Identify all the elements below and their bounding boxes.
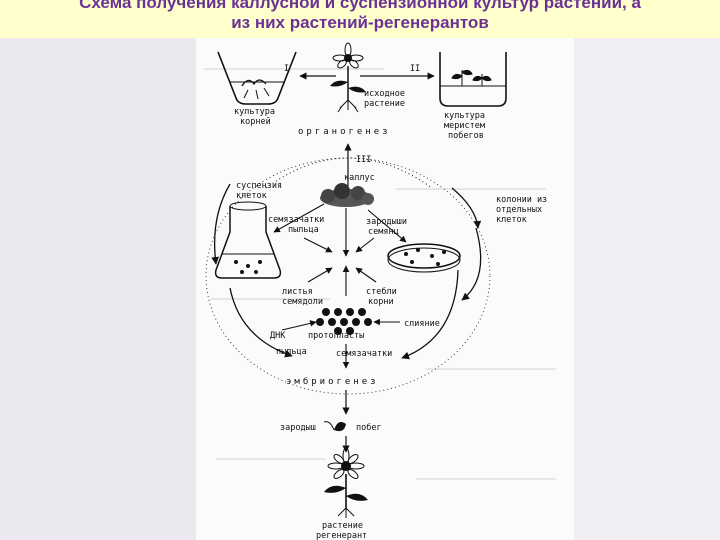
protoplasts-label: протопласты — [308, 331, 364, 341]
regenerant-label-1: растение — [322, 521, 363, 531]
petri-dish — [387, 243, 461, 273]
arrow-label-ii: II — [410, 64, 420, 74]
meristem-culture-label-2: меристем — [444, 121, 485, 131]
leaves-cotyledons-label-1: листья — [282, 287, 313, 297]
arrow-label-i: I — [284, 64, 289, 74]
culture-roots-label-2: корней — [240, 117, 271, 127]
right-background — [574, 38, 720, 540]
colonies-label-1: колонии из — [496, 195, 547, 205]
pollen-ovules-label-2: пыльца — [288, 225, 319, 235]
callus-icon — [320, 183, 374, 207]
slide-title-line-2: из них растений-регенерантов — [231, 13, 489, 32]
cell-suspension-label-2: клеток — [236, 191, 267, 201]
embryo-icon — [323, 421, 346, 432]
meristem-culture-jar — [439, 52, 507, 107]
seed-embryos-label-2: семянц — [368, 227, 399, 237]
stems-roots-label-2: корни — [368, 297, 394, 307]
arrow-label-iii: III — [356, 155, 371, 165]
colonies-label-2: отдельных — [496, 205, 542, 215]
left-background — [0, 38, 196, 540]
stems-roots-label-1: стебли — [366, 286, 397, 297]
culture-roots-label-1: культура — [234, 107, 275, 117]
organogenesis-label: органогенез — [298, 127, 391, 137]
diagram-canvas: культура корней I исходное растение II к… — [205, 42, 547, 540]
meristem-culture-label-3: побегов — [448, 130, 484, 141]
source-plant-icon — [330, 42, 366, 113]
embryogenesis-label: эмбриогенез — [286, 376, 379, 387]
slide-title-line-1: Схема получения каллусной и суспензионно… — [79, 0, 641, 12]
outer-arrows — [211, 183, 482, 360]
protoplasts-cluster — [316, 308, 372, 335]
callus-label: каллус — [344, 173, 375, 183]
dna-label: ДНК — [270, 331, 286, 341]
embryo-label: зародыш — [280, 423, 316, 433]
fusion-label: слияние — [404, 319, 440, 329]
leaves-cotyledons-label-2: семядоли — [282, 297, 323, 307]
scanned-figure-page — [196, 38, 574, 540]
ovules-label: семязачатки — [336, 349, 392, 359]
meristem-culture-label-1: культура — [444, 111, 485, 121]
suspension-flask — [214, 201, 282, 279]
slide-header: Схема получения каллусной и суспензионно… — [0, 0, 720, 38]
regenerant-label-2: регенерант — [316, 531, 367, 540]
shoot-label: побег — [356, 422, 382, 433]
regenerant-plant-icon — [324, 447, 368, 518]
seed-embryos-label-1: зародыши — [366, 217, 407, 227]
cell-suspension-label-1: суспензия — [236, 181, 282, 191]
source-plant-label-2: растение — [364, 99, 405, 109]
root-culture-flask — [217, 51, 297, 105]
inner-arrows — [273, 203, 407, 369]
source-plant-label-1: исходное — [364, 89, 405, 99]
colonies-label-3: клеток — [496, 215, 527, 225]
